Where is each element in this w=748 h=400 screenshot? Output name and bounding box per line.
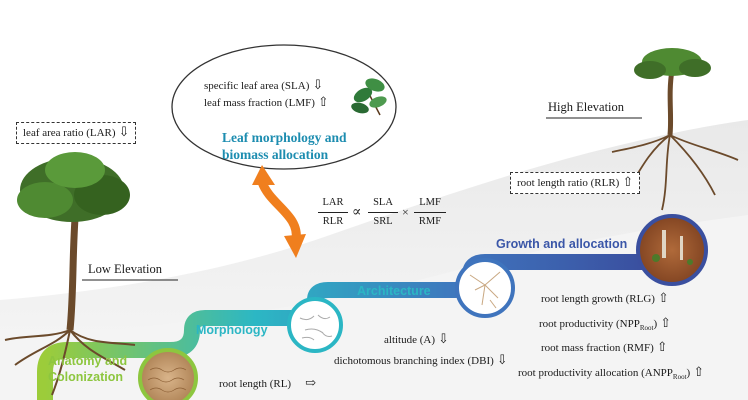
anatomy-texture: [147, 367, 187, 393]
leaf-sprig-illustration: [351, 78, 387, 116]
morphology-title: Morphology: [196, 323, 268, 337]
proportional-symbol: ∝: [352, 205, 362, 220]
low-elevation-label: Low Elevation: [88, 262, 162, 276]
rlr-box: root length ratio (RLR)⇧: [510, 172, 641, 194]
anatomy-circle: [138, 348, 198, 400]
growth-title: Growth and allocation: [496, 237, 628, 251]
sla-label: specific leaf area (SLA)⇩: [204, 77, 324, 92]
up-arrow-icon: ⇧: [660, 315, 672, 330]
architecture-roots: [469, 271, 501, 309]
leaf-bubble: [171, 44, 397, 170]
anatomy-title-line2: Colonization: [48, 370, 123, 384]
morphology-roots: [299, 314, 333, 341]
lmf-label: leaf mass fraction (LMF)⇧: [204, 94, 329, 109]
orange-double-arrow: [252, 165, 306, 258]
rmf-label: root mass fraction (RMF)⇧: [541, 339, 668, 354]
up-arrow-icon: ⇧: [317, 94, 329, 109]
down-arrow-icon: ⇩: [312, 77, 324, 92]
down-arrow-icon: ⇩: [496, 352, 508, 367]
growth-circle: [636, 214, 708, 286]
leaf-title-line2: biomass allocation: [222, 147, 329, 162]
rlg-label: root length growth (RLG)⇧: [541, 290, 669, 305]
high-elevation-tree: [611, 48, 739, 211]
leaf-title-line1: Leaf morphology and: [222, 130, 347, 145]
times-symbol: ×: [402, 205, 409, 219]
low-elevation-tree: [4, 152, 136, 396]
up-arrow-icon: ⇧: [693, 364, 705, 379]
growth-soil-detail: [652, 230, 693, 265]
up-arrow-icon: ⇧: [656, 339, 668, 354]
high-elevation-label: High Elevation: [548, 100, 625, 114]
architecture-title: Architecture: [357, 284, 431, 298]
dbi-label: dichotomous branching index (DBI)⇩: [334, 352, 508, 367]
root-length-label: root length (RL)⇨: [219, 375, 317, 390]
down-arrow-icon: ⇩: [118, 124, 130, 139]
right-arrow-icon: ⇨: [305, 375, 317, 390]
anpp-label: root productivity allocation (ANPPRoot)⇧: [518, 364, 705, 382]
up-arrow-icon: ⇧: [657, 290, 669, 305]
lar-box: leaf area ratio (LAR)⇩: [16, 122, 137, 144]
morphology-circle: [287, 297, 343, 353]
down-arrow-icon: ⇩: [438, 331, 449, 346]
altitude-label: altitude (A)⇩: [384, 331, 449, 346]
npp-label: root productivity (NPPRoot)⇧: [539, 315, 672, 333]
anatomy-title-line1: Anatomy and: [48, 354, 128, 368]
up-arrow-icon: ⇧: [622, 174, 634, 189]
